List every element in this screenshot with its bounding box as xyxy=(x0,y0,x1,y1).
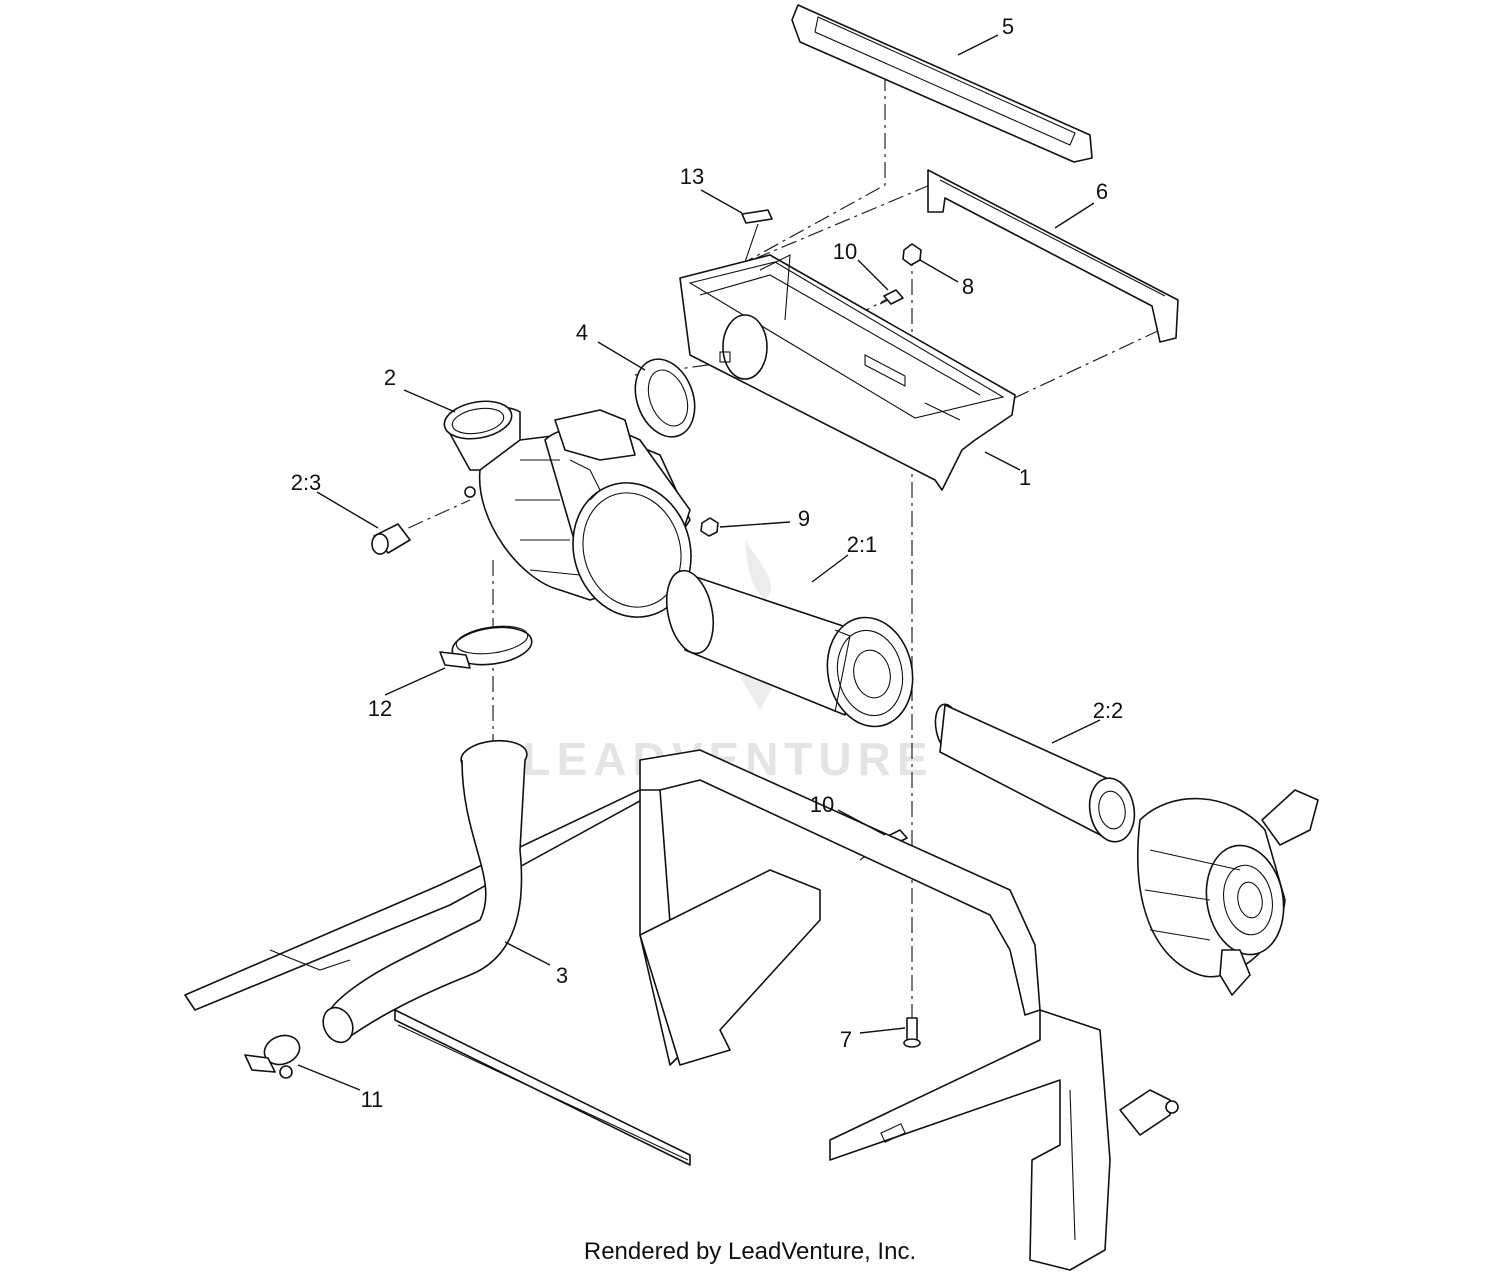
callout-12: 12 xyxy=(368,696,392,721)
callout-10-upper: 10 xyxy=(833,239,857,264)
leader-lines xyxy=(297,34,1101,1091)
callout-7: 7 xyxy=(840,1027,852,1052)
part-6-seal-bar xyxy=(927,169,1179,343)
callout-6: 6 xyxy=(1096,179,1108,204)
part-2-air-cleaner-housing xyxy=(443,400,692,618)
callout-4: 4 xyxy=(576,320,588,345)
part-9-nut xyxy=(700,517,719,537)
part-7-bolt xyxy=(903,1017,921,1048)
callout-2-2: 2:2 xyxy=(1093,698,1124,723)
callout-2-1: 2:1 xyxy=(847,532,878,557)
callout-10-lower: 10 xyxy=(810,792,834,817)
callout-9: 9 xyxy=(798,506,810,531)
part-12-hose-clamp xyxy=(439,625,533,669)
part-2-2-safety-filter xyxy=(934,703,1136,843)
part-4-gasket-ring xyxy=(634,358,696,438)
part-5-seal-frame xyxy=(791,4,1093,163)
part-10-bolt-upper xyxy=(879,289,904,305)
part-11-hose-clamp xyxy=(244,1034,301,1079)
part-3-intake-hose xyxy=(322,739,528,1044)
callout-1: 1 xyxy=(1019,465,1031,490)
callout-2-3: 2:3 xyxy=(291,470,322,495)
frame-chassis xyxy=(184,749,1179,1271)
part-1-mounting-bracket xyxy=(679,254,1016,491)
render-credit: Rendered by LeadVenture, Inc. xyxy=(583,1238,917,1265)
watermark-flame-icon xyxy=(745,540,772,600)
callout-3: 3 xyxy=(556,963,568,988)
callout-13: 13 xyxy=(680,164,704,189)
part-8-nut xyxy=(902,243,922,266)
part-2-housing-cover xyxy=(1137,789,1319,996)
callout-2: 2 xyxy=(384,365,396,390)
callout-labels: 5 6 13 10 8 4 2 2:3 1 9 2:1 2:2 12 10 3 … xyxy=(291,14,1124,1112)
part-13-label xyxy=(741,209,773,263)
callout-11: 11 xyxy=(361,1087,384,1112)
callout-5: 5 xyxy=(1002,14,1014,39)
part-2-1-primary-filter xyxy=(665,569,914,728)
callout-8: 8 xyxy=(962,274,974,299)
part-2-3-vacuator-valve xyxy=(371,523,411,555)
